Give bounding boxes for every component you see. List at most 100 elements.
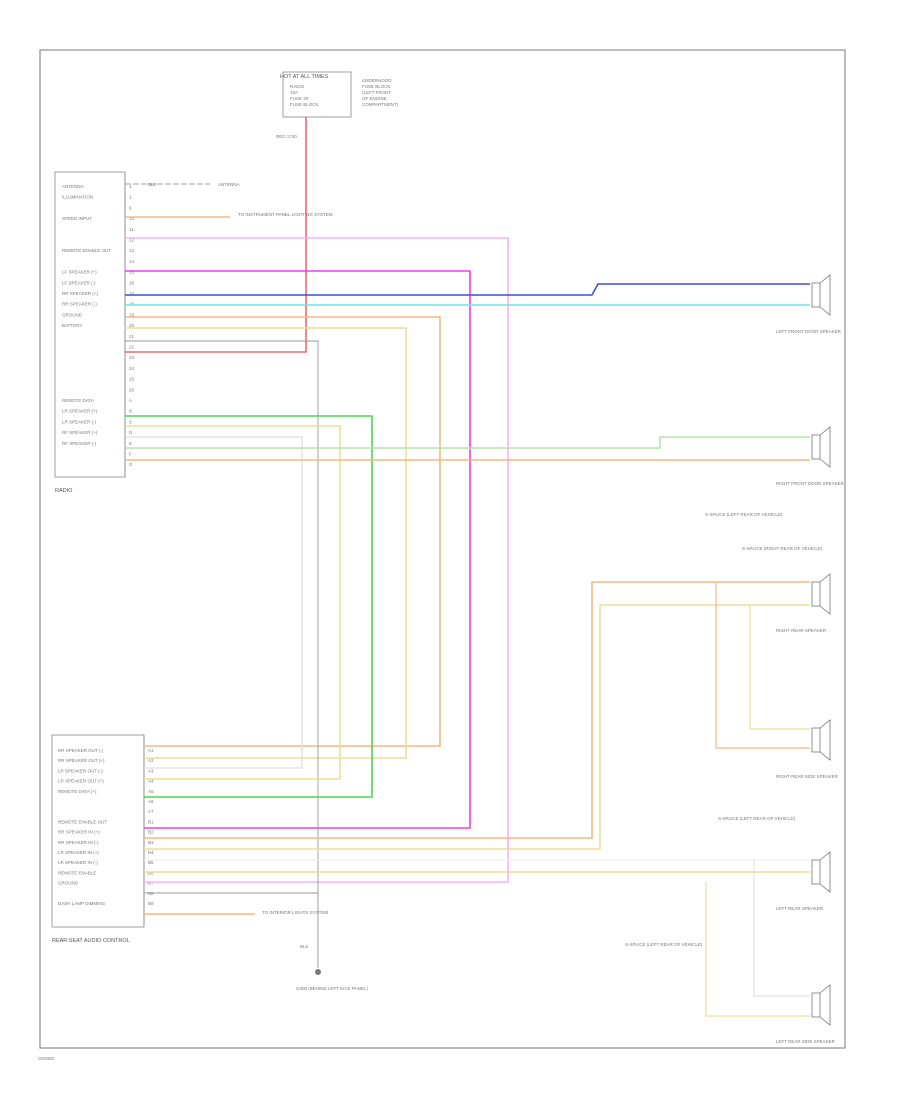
rsa-pin-label: RR SPEAKER IN (+) xyxy=(58,830,100,835)
fuse-line-3: FUSE 20 xyxy=(290,96,309,101)
radio-pin-label: RF SPEAKER (-) xyxy=(62,441,97,446)
ground-wire-label: BLK xyxy=(300,944,309,949)
radio-pin-label: GROUND xyxy=(62,312,83,317)
radio-pin-label: ANTENNA xyxy=(62,184,84,189)
wire-radio-ground xyxy=(125,340,319,894)
rsa-pin-number: B1 xyxy=(148,819,154,824)
rsa-pin-number: A6 xyxy=(148,799,154,804)
rsa-pin-label: DASH LAMP DIMMING xyxy=(58,901,106,906)
wire-lr-side-plus xyxy=(705,882,810,1017)
radio-pin-number: 24 xyxy=(129,366,135,371)
wire-speed-input xyxy=(125,237,509,883)
radio-pin-number: 11 xyxy=(129,227,134,232)
wire-battery-feed xyxy=(125,117,307,353)
radio-pin-number: 20 xyxy=(129,323,135,328)
speaker-name: RIGHT FRONT DOOR SPEAKER xyxy=(776,481,845,486)
radio-pin-number: 15 xyxy=(129,270,135,275)
radio-pin-number: 1 xyxy=(129,184,132,189)
radio-pin-label: RR SPEAKER (-) xyxy=(62,302,97,307)
fuse-right-5: COMPARTMENT) xyxy=(362,102,399,107)
fuse-right-3: (LEFT FRONT xyxy=(362,90,391,95)
rsa-pin-number: A3 xyxy=(148,768,154,773)
wire-remote-enable xyxy=(125,270,471,829)
rsa-pin-label: LR SPEAKER OUT (+) xyxy=(58,779,104,784)
radio-pin-number: 12 xyxy=(129,238,135,243)
radio-pin-number: 14 xyxy=(129,259,135,264)
radio-pin-number: B xyxy=(129,409,132,414)
ground-label: G200 (BEHIND LEFT KICK PANEL) xyxy=(296,986,368,991)
rsa-pin-label: RR SPEAKER IN (-) xyxy=(58,840,99,845)
radio-pin-number: F xyxy=(129,452,132,457)
rsa-pin-number: B2 xyxy=(148,830,154,835)
fuse-right-1: UNDERHOOD xyxy=(362,78,392,83)
wire-rr-minus xyxy=(125,327,407,759)
rsa-pin-number: B4 xyxy=(148,850,154,855)
illumination-note: TO INSTRUMENT PANEL LIGHTING SYSTEM xyxy=(238,212,333,217)
radio-pin-label: SPEED INPUT xyxy=(62,216,92,221)
radio-pin-number: 23 xyxy=(129,355,135,360)
fuse-line-2: 10A xyxy=(290,90,298,95)
wire-remote-data xyxy=(125,415,373,798)
antenna: BLK ANTENNA xyxy=(125,182,240,187)
rsa-pin-number: A4 xyxy=(148,779,154,784)
splice-note-lr: S-SPLICE (LEFT REAR OF VEHICLE) xyxy=(718,816,796,821)
footer-code: G00000 xyxy=(38,1056,55,1061)
wire-lr-plus xyxy=(125,425,341,780)
radio-pin-label: REMOTE DATA xyxy=(62,398,94,403)
fuse-block-box xyxy=(282,71,352,118)
ground-symbol-icon xyxy=(315,969,321,975)
speaker-icon xyxy=(811,426,831,468)
radio-pin-number: 22 xyxy=(129,345,135,350)
wire-lf-plus xyxy=(125,283,810,296)
rsa-name: REAR SEAT AUDIO CONTROL xyxy=(52,938,130,944)
radio-name: RADIO xyxy=(55,488,73,494)
radio-pin-label: LF SPEAKER (+) xyxy=(62,270,97,275)
dimming-note: TO INTERIOR LIGHTS SYSTEM xyxy=(262,910,328,915)
ground: BLK G200 (BEHIND LEFT KICK PANEL) xyxy=(296,893,368,991)
rsa-pin-label: LR SPEAKER OUT (-) xyxy=(58,768,103,773)
speaker-icon xyxy=(811,851,831,893)
rsa-pin-number: A2 xyxy=(148,758,154,763)
wire-rr-side-plus xyxy=(749,605,810,730)
radio-pin-label: LF SPEAKER (-) xyxy=(62,280,96,285)
rsa-pin-label: LR SPEAKER IN (-) xyxy=(58,860,98,865)
speaker-name: RIGHT REAR SIDE SPEAKER xyxy=(776,774,839,779)
antenna-label: ANTENNA xyxy=(218,182,240,187)
radio-pin-number: 21 xyxy=(129,334,135,339)
rsa-pin-number: B9 xyxy=(148,901,154,906)
rsa-pin-label: RR SPEAKER OUT (+) xyxy=(58,758,105,763)
rsa-pin-label: REMOTE DATA (+) xyxy=(58,789,97,794)
radio-pin-number: 13 xyxy=(129,248,135,253)
radio-pin-number: 1 xyxy=(129,195,132,200)
speaker-name: LEFT REAR SIDE SPEAKER xyxy=(776,1039,836,1044)
wire-rf-plus xyxy=(125,436,810,449)
diagram-frame xyxy=(39,49,846,1049)
splice-note-rr2: S-SPLICE (RIGHT REAR OF VEHICLE) xyxy=(742,546,823,551)
radio-pin-label: LR SPEAKER (+) xyxy=(62,409,98,414)
speaker-icon xyxy=(811,984,831,1026)
rsa-pin-number: A1 xyxy=(148,748,154,753)
radio-pin-label: BATTERY xyxy=(62,323,82,328)
fuse-right-2: FUSE BLOCK xyxy=(362,84,391,89)
rsa-pin-number: B7 xyxy=(148,881,154,886)
wire-lr-minus xyxy=(125,436,303,769)
radio-pin-number: G xyxy=(129,462,133,467)
fuse-wire-label: RED 1740 xyxy=(276,134,297,139)
wire-lr-side-minus xyxy=(753,860,810,997)
wire-rr-plus xyxy=(125,316,441,747)
radio-pin-number: 26 xyxy=(129,387,135,392)
speaker-name: RIGHT REAR SPEAKER xyxy=(776,628,827,633)
radio-pin-number: A xyxy=(129,398,132,403)
radio-pin-label: RR SPEAKER (+) xyxy=(62,291,98,296)
fuse-title: HOT AT ALL TIMES xyxy=(280,74,329,80)
radio-pin-number: 10 xyxy=(129,216,135,221)
rsa-pin-label: REMOTE ENABLE xyxy=(58,870,96,875)
radio-pin-label: RF SPEAKER (+) xyxy=(62,430,98,435)
fuse-right-4: OF ENGINE xyxy=(362,96,387,101)
speaker-name: LEFT REAR SPEAKER xyxy=(776,906,824,911)
radio-pin-label: ILLUMINATION xyxy=(62,195,93,200)
